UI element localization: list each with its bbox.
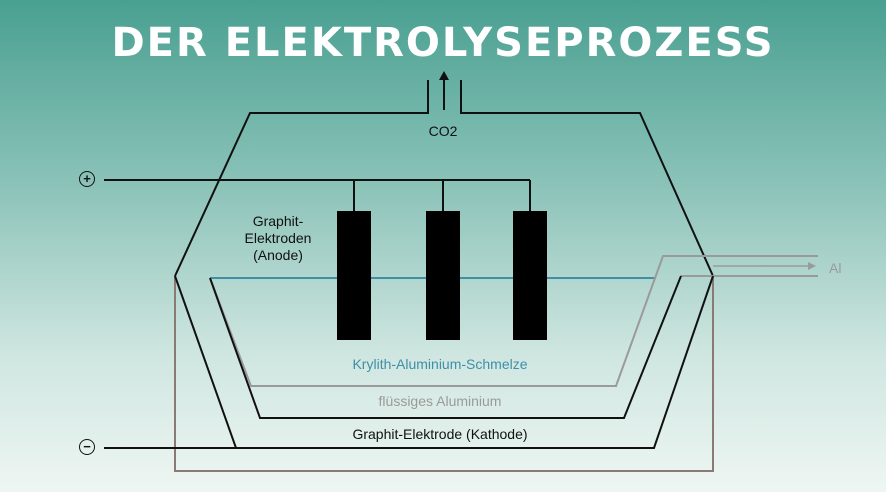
anode-block-2 bbox=[426, 211, 460, 340]
negative-terminal-icon: − bbox=[79, 439, 95, 455]
co2-label: CO2 bbox=[428, 123, 458, 139]
positive-terminal-icon: + bbox=[79, 171, 95, 187]
aluminium-output-label: Al bbox=[829, 260, 842, 276]
melt-label: Krylith-Aluminium-Schmelze bbox=[352, 356, 528, 372]
anode-block-3 bbox=[513, 211, 547, 340]
cathode-outer bbox=[174, 275, 714, 449]
anode-label: Graphit- Elektroden (Anode) bbox=[244, 213, 312, 263]
anode-block-1 bbox=[337, 211, 371, 340]
page-title: DER ELEKTROLYSEPROZESS bbox=[111, 20, 775, 66]
aluminium-arrow-head bbox=[808, 262, 816, 270]
aluminium-layer bbox=[209, 255, 818, 387]
liquid-aluminium-label: flüssiges Aluminium bbox=[378, 393, 502, 409]
gas-arrow-head bbox=[439, 71, 449, 80]
pot-lid-right bbox=[460, 80, 714, 277]
cathode-inner bbox=[209, 275, 682, 419]
pot-lid-left bbox=[174, 80, 429, 277]
outer-casing bbox=[174, 276, 714, 472]
cathode-label: Graphit-Elektrode (Kathode) bbox=[352, 426, 528, 442]
